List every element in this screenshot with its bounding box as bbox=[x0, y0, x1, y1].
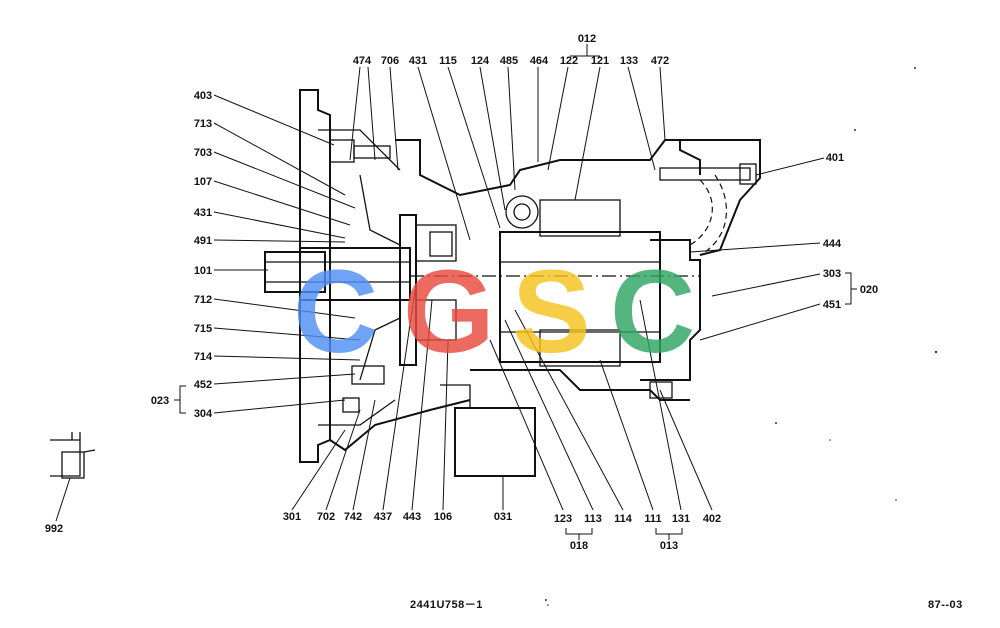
callout-013: 013 bbox=[660, 540, 678, 552]
callout-464: 464 bbox=[530, 55, 549, 67]
callout-401: 401 bbox=[826, 152, 844, 164]
callout-474: 474 bbox=[353, 55, 372, 67]
callout-111: 111 bbox=[644, 513, 661, 525]
callout-133: 133 bbox=[620, 55, 638, 67]
callout-303: 303 bbox=[823, 268, 841, 280]
callout-101: 101 bbox=[194, 265, 212, 277]
callout-020: 020 bbox=[860, 284, 878, 296]
callout-121: 121 bbox=[591, 55, 609, 67]
callout-992: 992 bbox=[45, 523, 63, 535]
callout-012: 012 bbox=[578, 33, 596, 45]
callout-715: 715 bbox=[194, 323, 212, 335]
callout-491: 491 bbox=[194, 235, 212, 247]
watermark-letter-g: G bbox=[403, 246, 495, 378]
callout-131: 131 bbox=[672, 513, 690, 525]
callout-443: 443 bbox=[403, 511, 421, 523]
callout-444: 444 bbox=[823, 238, 842, 250]
motor-housing-drawing bbox=[50, 89, 761, 479]
callout-403: 403 bbox=[194, 90, 212, 102]
callout-431-top: 431 bbox=[409, 55, 427, 67]
callout-106: 106 bbox=[434, 511, 452, 523]
callout-018: 018 bbox=[570, 540, 588, 552]
callout-402: 402 bbox=[703, 513, 721, 525]
callout-452: 452 bbox=[194, 379, 212, 391]
callout-742: 742 bbox=[344, 511, 362, 523]
callout-712: 712 bbox=[194, 294, 212, 306]
watermark-letter-s: S bbox=[512, 246, 591, 378]
callout-702: 702 bbox=[317, 511, 335, 523]
drawing-number: 2441U758－1 bbox=[410, 599, 483, 611]
callout-304: 304 bbox=[194, 408, 213, 420]
callout-124: 124 bbox=[471, 55, 490, 67]
watermark-letter-c2: C bbox=[610, 246, 695, 378]
callout-431: 431 bbox=[194, 207, 212, 219]
callout-713: 713 bbox=[194, 118, 212, 130]
callout-485: 485 bbox=[500, 55, 518, 67]
callout-023: 023 bbox=[151, 395, 169, 407]
callout-437: 437 bbox=[374, 511, 392, 523]
date-code: 87--03 bbox=[928, 599, 963, 611]
callout-706: 706 bbox=[381, 55, 399, 67]
callout-301: 301 bbox=[283, 511, 301, 523]
callout-123: 123 bbox=[554, 513, 572, 525]
callout-451: 451 bbox=[823, 299, 841, 311]
callout-114: 114 bbox=[614, 513, 633, 525]
watermark: C G S C bbox=[293, 246, 695, 378]
callout-113: 113 bbox=[584, 513, 602, 525]
callout-labels: 474 706 431 115 124 485 464 122 121 012 … bbox=[45, 33, 878, 552]
callout-714: 714 bbox=[194, 351, 213, 363]
leader-lines bbox=[55, 44, 857, 540]
callout-115: 115 bbox=[439, 55, 457, 67]
callout-703: 703 bbox=[194, 147, 212, 159]
scan-specks bbox=[545, 67, 938, 606]
callout-031: 031 bbox=[494, 511, 512, 523]
callout-107: 107 bbox=[194, 176, 212, 188]
watermark-letter-c1: C bbox=[293, 246, 378, 378]
callout-122: 122 bbox=[560, 55, 578, 67]
callout-472: 472 bbox=[651, 55, 669, 67]
